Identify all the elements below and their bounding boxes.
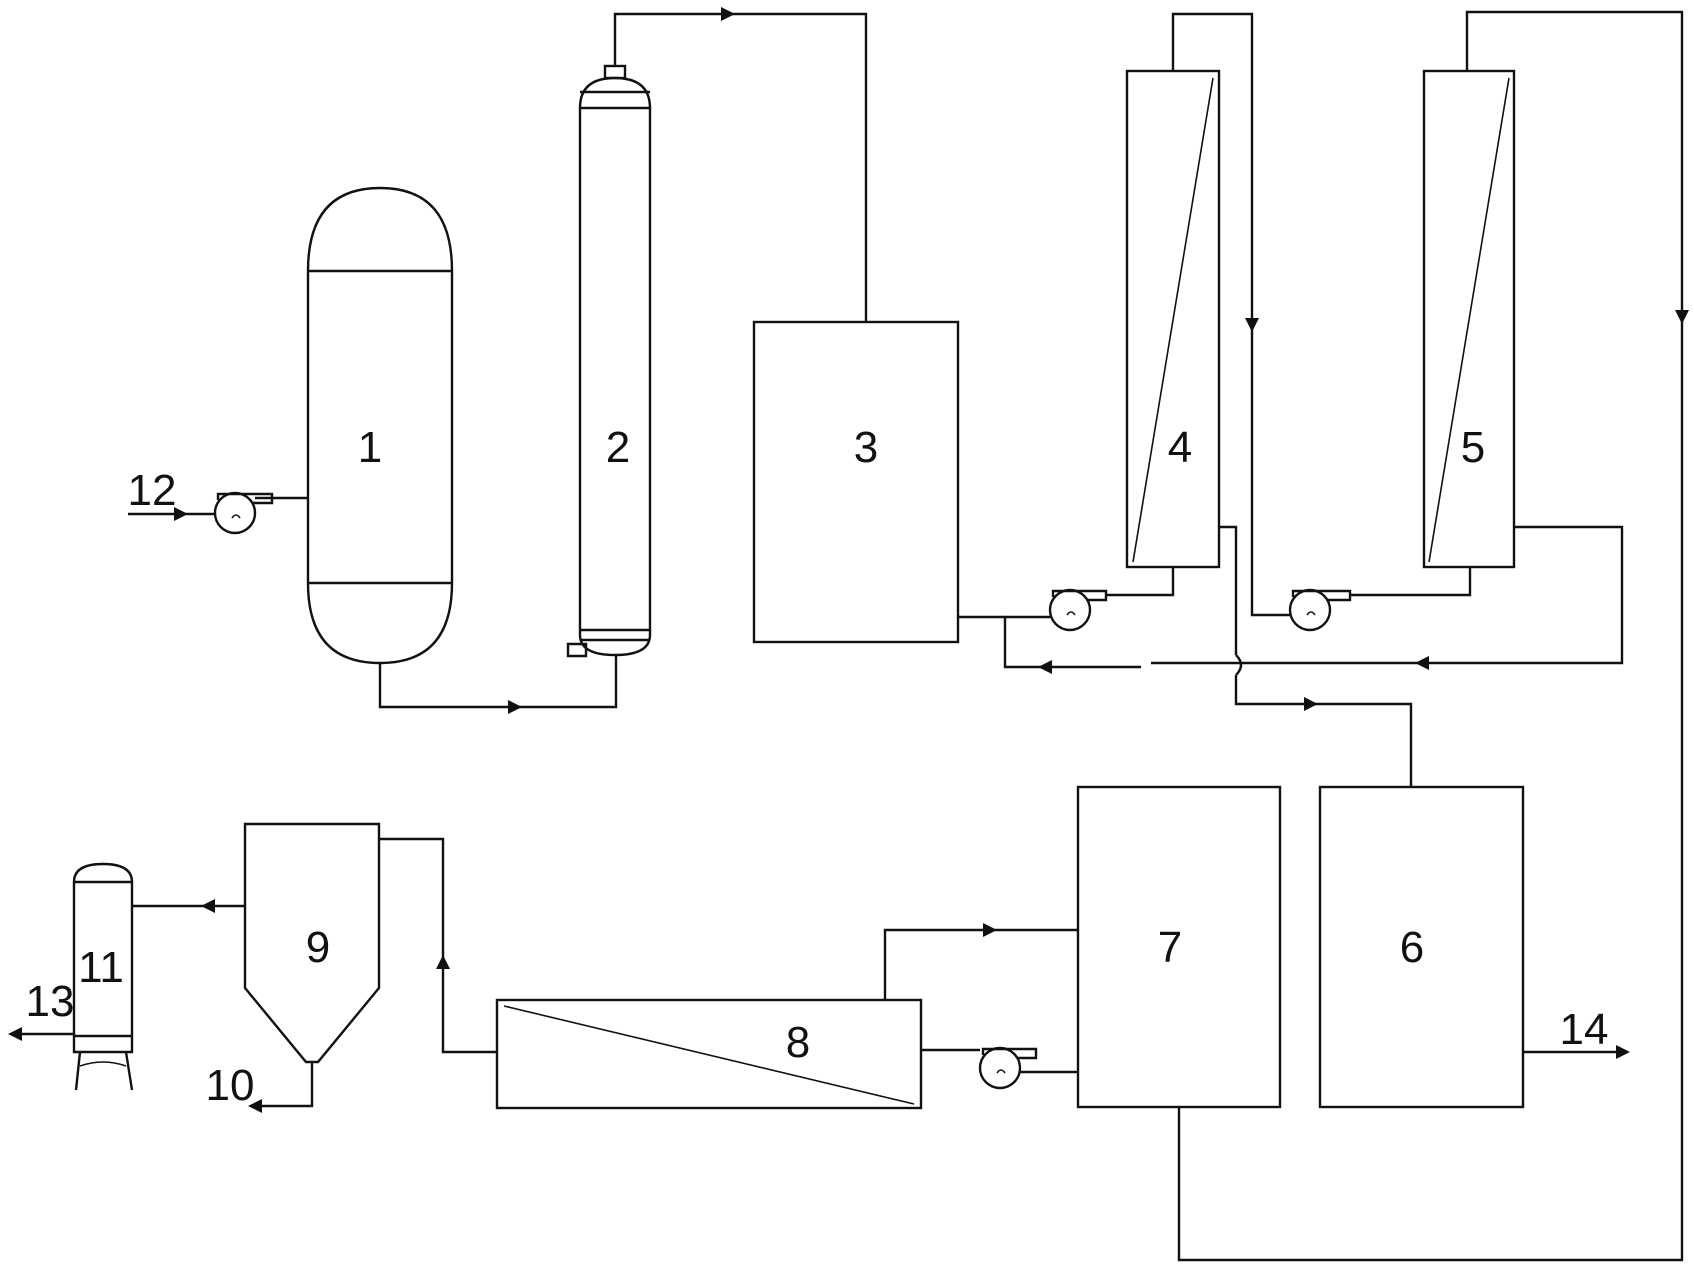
dryer-8: 8: [495, 998, 923, 1110]
stream-label-14: 14: [1560, 1005, 1609, 1054]
stream-label-12: 12: [128, 466, 177, 515]
equipment-label-11: 11: [78, 943, 124, 992]
pump-icon: [1048, 588, 1108, 632]
stream-label-10: 10: [206, 1061, 255, 1110]
pump-icon: [978, 1046, 1038, 1090]
arrow-up-icon: [436, 955, 450, 969]
arrow-left-icon: [8, 1027, 22, 1041]
equipment-label-5: 5: [1461, 423, 1485, 472]
equipment-label-8: 8: [786, 1018, 810, 1067]
pump-icon: [1288, 588, 1352, 632]
equipment-label-7: 7: [1158, 923, 1182, 972]
column-2: 2: [566, 64, 652, 658]
arrow-left-icon: [248, 1099, 262, 1113]
arrow-left-icon: [1038, 660, 1052, 674]
equipment-label-1: 1: [358, 423, 382, 472]
arrow-left-icon: [1415, 656, 1429, 670]
arrow-right-icon: [1616, 1045, 1630, 1059]
flow-arrows: [8, 7, 1689, 1113]
box-6: 6: [1318, 785, 1525, 1109]
cyclone-9: 9: [243, 822, 381, 1064]
arrow-down-icon: [1675, 310, 1689, 324]
arrow-left-icon: [201, 899, 215, 913]
tank-11: 11: [72, 862, 134, 1091]
equipment-label-9: 9: [306, 923, 330, 972]
box-3: 3: [752, 320, 960, 644]
arrow-right-icon: [983, 923, 997, 937]
arrow-down-icon: [1245, 318, 1259, 332]
piping: [20, 10, 1684, 1262]
arrow-right-icon: [721, 7, 735, 21]
box-7: 7: [1076, 785, 1282, 1109]
vessel-1: 1: [306, 186, 454, 665]
tower-5: 5: [1422, 69, 1516, 569]
arrow-right-icon: [508, 700, 522, 714]
tower-4: 4: [1125, 69, 1221, 569]
equipment-label-6: 6: [1400, 923, 1424, 972]
stream-label-13: 13: [26, 977, 75, 1026]
arrow-right-icon: [1304, 697, 1318, 711]
equipment-label-4: 4: [1168, 423, 1192, 472]
arrow-right-icon: [174, 507, 188, 521]
equipment-label-2: 2: [606, 423, 630, 472]
equipment-label-3: 3: [854, 423, 878, 472]
